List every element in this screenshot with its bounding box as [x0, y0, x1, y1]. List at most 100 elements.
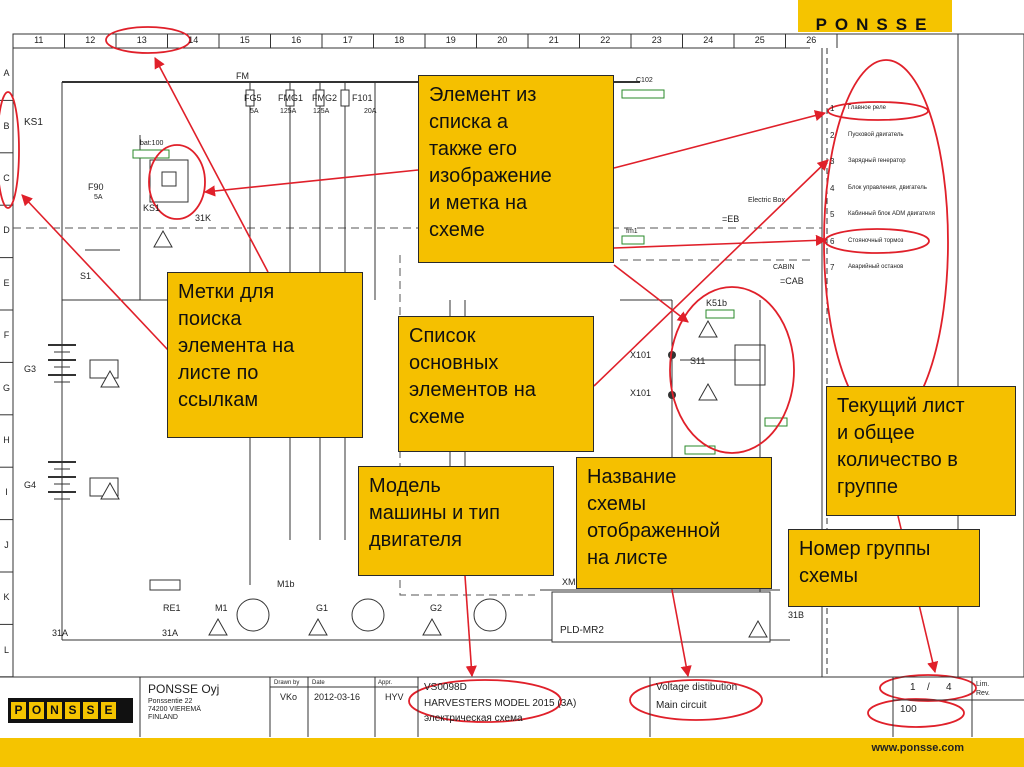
- row-letter: K: [3, 592, 10, 603]
- label-re1: RE1: [163, 603, 181, 613]
- label-m1: M1: [215, 603, 228, 613]
- ref-tag-fm1: [621, 235, 645, 245]
- label-x101a: X101: [630, 350, 652, 360]
- row-letter: D: [3, 225, 10, 236]
- component-list-number: 1: [830, 104, 835, 113]
- label-fmg2: FMG2: [312, 93, 338, 103]
- lim-label: Lim.: [976, 681, 990, 688]
- warning-triangle: [100, 481, 120, 500]
- annotation-arrow: [593, 159, 829, 387]
- date-value: 2012-03-16: [314, 692, 361, 702]
- column-number: 19: [445, 35, 456, 45]
- warning-triangle: [698, 382, 718, 401]
- switch-s11: [734, 344, 766, 386]
- component-list-label: Блок управления, двигатель: [848, 184, 927, 191]
- cabin-boundary: [399, 255, 535, 596]
- warning-triangle: [698, 319, 718, 338]
- date-label: Date: [312, 680, 325, 686]
- column-number: 22: [600, 35, 611, 45]
- sheet-separator: /: [927, 682, 930, 693]
- label-20a: 20A: [364, 108, 377, 115]
- row-letter: C: [3, 173, 10, 183]
- coil-re1: [149, 579, 181, 591]
- label-c102: C102: [636, 77, 653, 84]
- column-number: 20: [497, 35, 508, 45]
- row-letter: E: [3, 277, 10, 288]
- annotation-arrow: [21, 194, 169, 351]
- label-electric-box: Electric Box: [748, 197, 785, 204]
- label-ks1-top: KS1: [24, 117, 43, 128]
- drawn-by-value: VKo: [280, 692, 298, 702]
- warning-triangle: [208, 617, 228, 636]
- fuse-fmg1: [285, 89, 295, 107]
- label-125a-b: 125A: [313, 108, 330, 115]
- drawn-by-label: Drawn by: [274, 680, 300, 686]
- column-number: 11: [34, 35, 44, 45]
- address-line-2: 74200 VIEREMÄ: [148, 706, 201, 713]
- generator-g2: [473, 598, 507, 632]
- bat-tag: [132, 149, 170, 159]
- address-line-3: FINLAND: [148, 714, 178, 721]
- annotation-arrow: [613, 264, 689, 323]
- label-x101b: X101: [630, 388, 652, 398]
- row-ruler: [0, 99, 13, 678]
- sheet-number: 1: [910, 682, 916, 693]
- label-pld: PLD-MR2: [560, 625, 604, 636]
- column-number: 26: [806, 35, 817, 45]
- company-name: PONSSE Oyj: [148, 682, 220, 696]
- column-ruler: [64, 34, 838, 48]
- brand-text: PONSSE: [815, 15, 935, 34]
- row-letter: H: [3, 435, 10, 445]
- label-125a: 125A: [280, 108, 297, 115]
- column-number: 24: [703, 35, 714, 45]
- address-line-1: Ponssentie 22: [148, 698, 193, 705]
- column-number: 23: [651, 35, 662, 45]
- ref-tag-c102: [621, 89, 665, 99]
- callout-group-number: Номер группы схемы: [788, 529, 980, 607]
- component-list-label: Аварийный останов: [848, 264, 904, 270]
- label-xm: XM: [562, 577, 576, 587]
- annot-ring-cabin: [669, 286, 795, 454]
- component-list-label: Пусковой двигатель: [848, 131, 904, 138]
- warning-triangles: [100, 229, 768, 638]
- column-number: 17: [342, 35, 353, 45]
- callout-main-list: Список основных элементов на схеме: [398, 316, 594, 452]
- annot-ring-ks1: [148, 144, 206, 220]
- column-number: 21: [548, 35, 559, 45]
- row-letter: I: [5, 487, 8, 498]
- annotation-arrow: [613, 234, 828, 249]
- brand-header: PONSSE: [798, 0, 952, 34]
- annot-ring-sheet: [879, 674, 977, 702]
- rev-label: Rev.: [976, 690, 990, 697]
- footer-band: [0, 738, 1024, 767]
- label-31a-mid: 31A: [162, 628, 179, 638]
- label-31a-left: 31A: [52, 628, 69, 638]
- label-fmg1: FMG1: [278, 93, 304, 103]
- column-number: 16: [291, 35, 302, 45]
- component-list-label: Стояночный тормоз: [848, 237, 904, 244]
- component-list-label: Главное реле: [848, 105, 886, 111]
- relay-ks1-box: [149, 159, 189, 203]
- component-list-number: 5: [830, 210, 835, 219]
- annotation-arrow: [671, 589, 692, 678]
- label-g2: G2: [430, 603, 443, 613]
- callout-element: Элемент из списка а также его изображени…: [418, 75, 614, 263]
- label-31b: 31B: [788, 610, 805, 620]
- label-f90: F90: [88, 182, 104, 192]
- callout-model: Модель машины и тип двигателя: [358, 466, 554, 576]
- annotation-arrow: [203, 169, 419, 197]
- label-f90a: 5A: [94, 194, 103, 201]
- label-fm1: fm1: [626, 228, 638, 235]
- model-name: HARVESTERS MODEL 2015 (3A): [424, 698, 577, 709]
- annot-ring-columns: [105, 26, 191, 54]
- label-5a: 5A: [250, 108, 259, 115]
- annot-ring-rows: [0, 91, 20, 209]
- label-31k: 31K: [195, 213, 212, 223]
- row-letter: J: [4, 539, 9, 550]
- warning-triangle: [422, 617, 442, 636]
- label-s11: S11: [690, 356, 706, 366]
- label-s1: S1: [80, 271, 92, 281]
- doc-code: VS0098D: [424, 682, 467, 693]
- annotation-arrows: [21, 57, 939, 678]
